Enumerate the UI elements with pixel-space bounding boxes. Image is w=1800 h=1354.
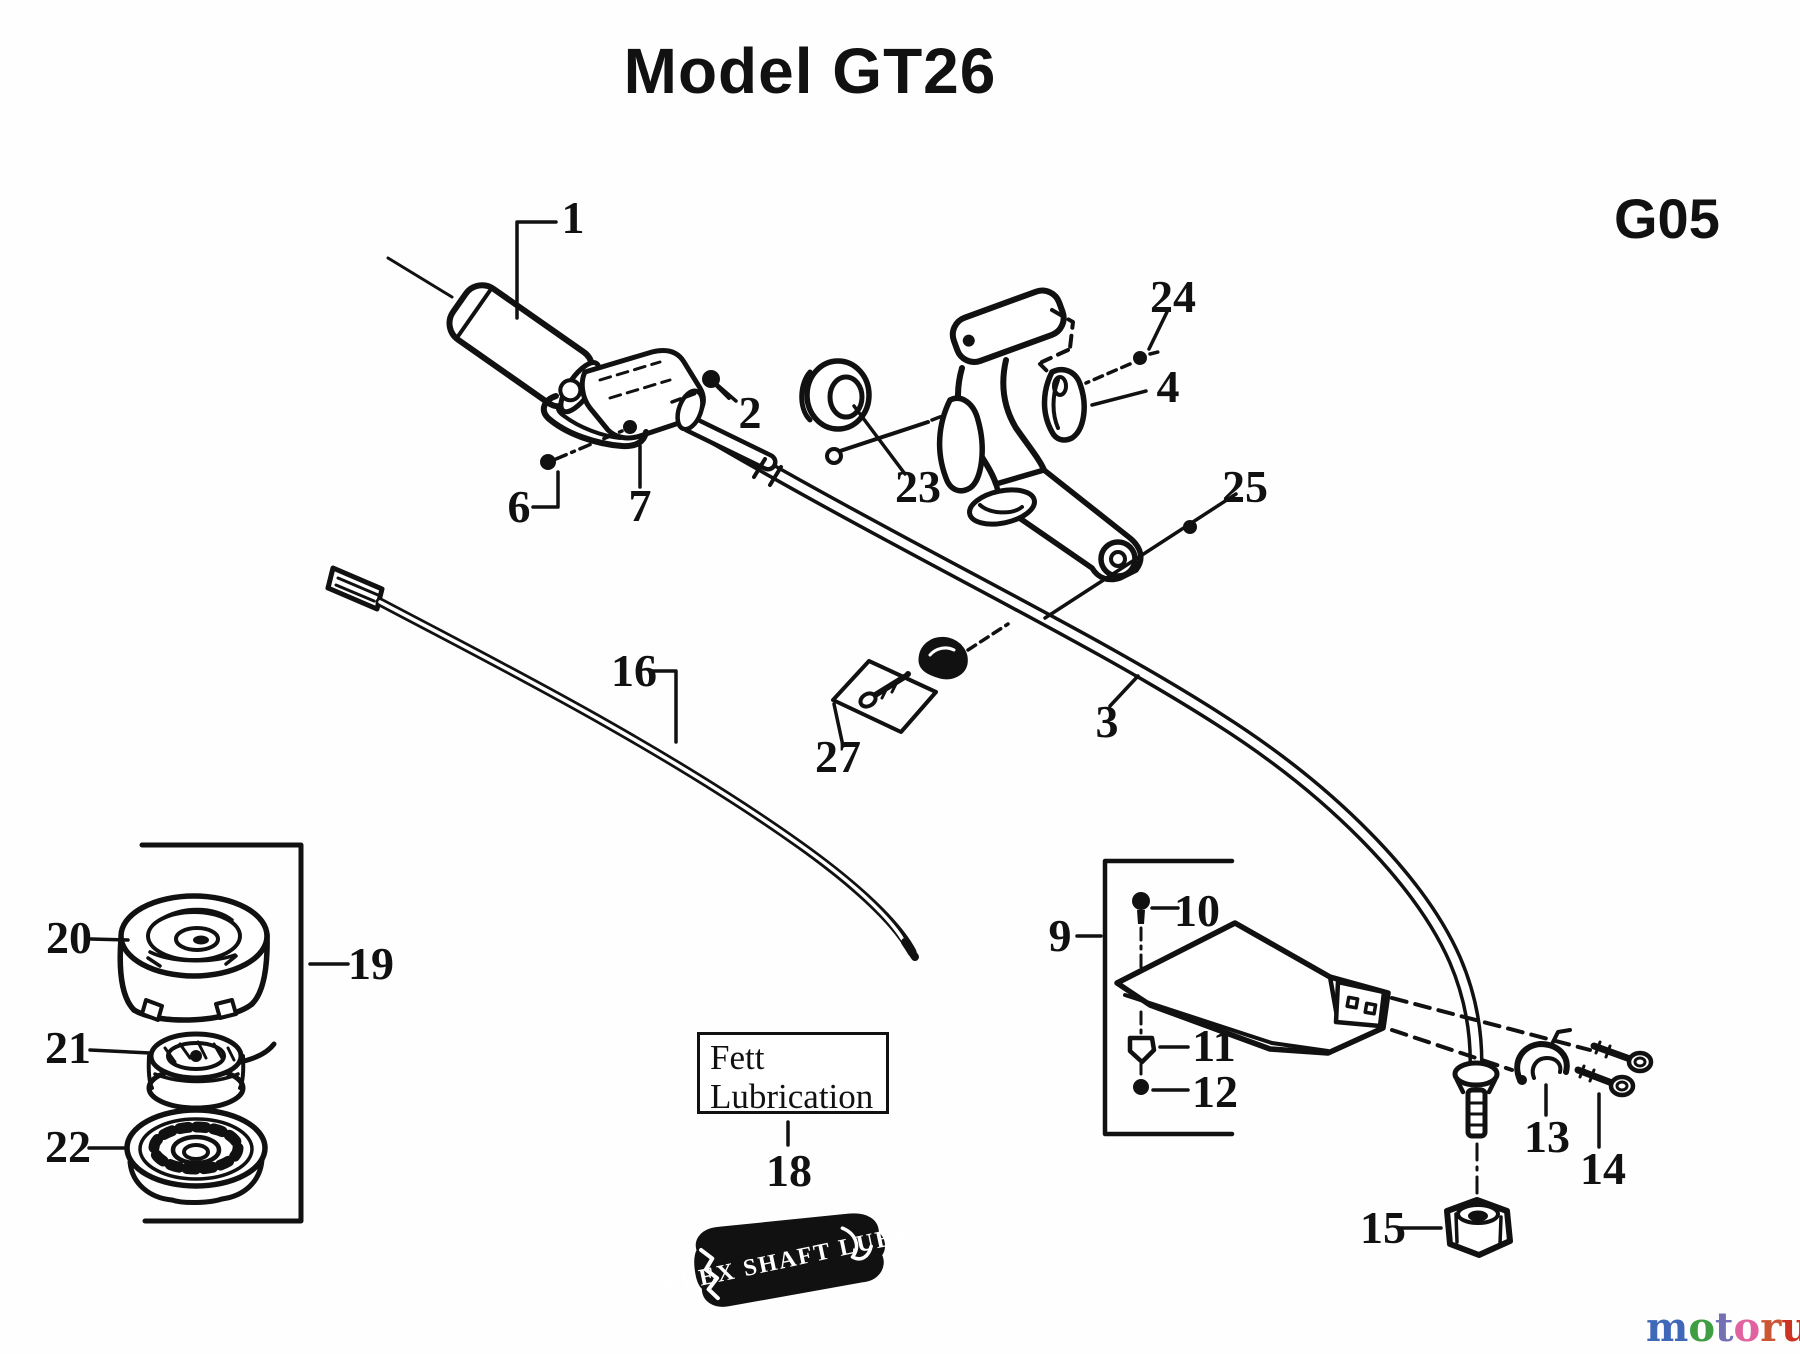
flex-shaft-cable-drawing <box>325 565 919 961</box>
callout-14: 14 <box>1580 1143 1626 1194</box>
callout-19: 19 <box>348 938 394 989</box>
callout-4: 4 <box>1156 361 1180 412</box>
callout-2: 2 <box>738 387 762 438</box>
page-title: Model GT26 <box>623 35 997 107</box>
callout-1: 1 <box>561 192 585 243</box>
callout-20: 20 <box>46 912 92 963</box>
clamp-and-bolts-drawing <box>1514 1028 1654 1098</box>
trimmer-head-drawing <box>117 842 304 1224</box>
callout-22: 22 <box>45 1121 91 1172</box>
shield-assembly-drawing <box>1102 858 1592 1137</box>
bushing-and-bolt-drawing <box>799 358 960 465</box>
cable-clamp-drawing <box>831 622 1010 734</box>
lubrication-note-line1: Fett <box>710 1038 765 1077</box>
callout-13: 13 <box>1524 1111 1570 1162</box>
callout-21: 21 <box>45 1022 91 1073</box>
callout-10: 10 <box>1174 885 1220 936</box>
lubrication-note-box: Fett Lubrication <box>697 1032 889 1117</box>
watermark-letter: t <box>1715 1304 1734 1351</box>
callout-18: 18 <box>766 1145 812 1196</box>
shaft-end-and-nut-drawing <box>1444 1060 1513 1258</box>
trigger-housing-drawing <box>540 347 731 470</box>
drive-shaft-tube-drawing <box>676 412 1484 1070</box>
watermark-letter: o <box>1688 1304 1716 1351</box>
callout-9: 9 <box>1048 910 1072 961</box>
callout-3: 3 <box>1095 696 1119 747</box>
callout-16: 16 <box>611 645 657 696</box>
diagram-code: G05 <box>1614 187 1720 250</box>
lubrication-note-line2: Lubrication <box>710 1077 874 1117</box>
callout-27: 27 <box>815 731 861 782</box>
callout-15: 15 <box>1360 1202 1406 1253</box>
callout-25: 25 <box>1222 461 1268 512</box>
callout-leader-lines <box>87 220 1601 1230</box>
watermark-letter: u <box>1781 1304 1800 1351</box>
handle-bracket-drawing <box>936 287 1197 583</box>
callout-23: 23 <box>895 461 941 512</box>
callout-6: 6 <box>507 481 531 532</box>
motoruf-watermark: motoruf.de <box>1646 1308 1800 1348</box>
callout-7: 7 <box>628 480 652 531</box>
handle-grip-drawing <box>386 256 602 415</box>
lube-tube-drawing: FLEX SHAFT LUBE <box>663 1213 914 1307</box>
callout-24: 24 <box>1150 271 1196 322</box>
watermark-letter: r <box>1760 1304 1782 1351</box>
watermark-letter: o <box>1733 1304 1761 1351</box>
watermark-letter: m <box>1646 1304 1689 1351</box>
callout-11: 11 <box>1192 1020 1236 1071</box>
callout-12: 12 <box>1192 1066 1238 1117</box>
